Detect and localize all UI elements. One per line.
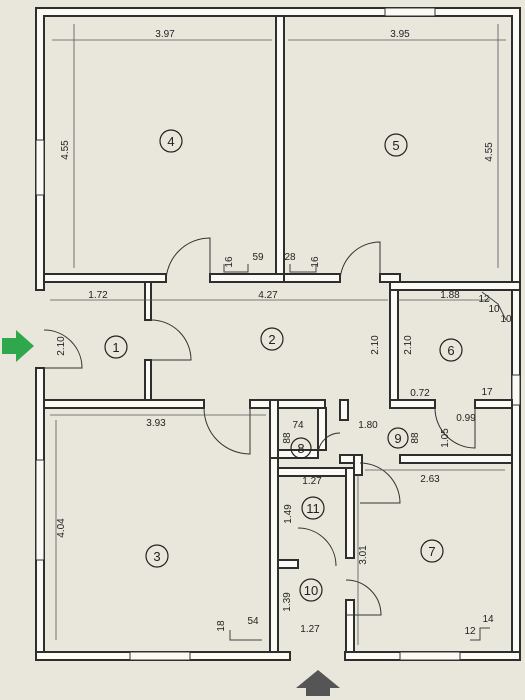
window-bottom-right — [399, 651, 461, 661]
room-labels: 4 5 1 2 6 3 8 9 — [104, 129, 463, 602]
room-4-number: 4 — [167, 134, 174, 149]
entrance-arrow-icon — [2, 330, 34, 362]
dim-r9-180: 1.80 — [358, 420, 378, 431]
door-room-4 — [165, 237, 211, 283]
dim-room-5-height: 4.55 — [484, 142, 495, 162]
entry-arrow-bottom — [296, 670, 340, 696]
dim-r5-28: 28 — [284, 252, 296, 263]
dim-r7-14: 14 — [482, 614, 494, 625]
room-7: 7 — [420, 539, 444, 563]
dim-r3-18: 18 — [216, 620, 227, 632]
dim-room-4-height: 4.55 — [60, 140, 71, 160]
windows — [35, 7, 521, 661]
room-9: 9 — [387, 427, 409, 449]
window-left-bottom — [35, 459, 45, 561]
door-room-3 — [203, 407, 251, 455]
dim-r8-74: 74 — [292, 420, 304, 431]
room-11-number: 11 — [306, 501, 320, 516]
dim-r9-105: 1.05 — [440, 428, 451, 448]
dim-r7-263: 2.63 — [420, 474, 440, 485]
room-2: 2 — [260, 327, 284, 351]
dim-r7-12: 12 — [464, 626, 476, 637]
dim-room-3-height: 4.04 — [56, 518, 67, 538]
door-room-7 — [359, 462, 401, 504]
room-2-number: 2 — [268, 332, 275, 347]
room-7-number: 7 — [428, 544, 435, 559]
entry-arrow-left — [2, 330, 34, 362]
room-6: 6 — [439, 338, 463, 362]
room-8-number: 8 — [297, 441, 304, 456]
dim-room-5-width: 3.95 — [390, 29, 410, 40]
window-top-right — [384, 7, 436, 17]
dim-room-4-width: 3.97 — [155, 29, 175, 40]
interior-walls — [43, 15, 521, 653]
dim-r7-301: 3.01 — [358, 545, 369, 565]
room-3-number: 3 — [153, 549, 160, 564]
dim-room-3-width: 3.93 — [146, 418, 166, 429]
door-room-6 — [434, 407, 476, 449]
room-5-number: 5 — [392, 138, 399, 153]
dim-r10-127: 1.27 — [300, 624, 320, 635]
dim-r6-188: 1.88 — [440, 290, 460, 301]
room-3: 3 — [145, 544, 169, 568]
dim-r10-139: 1.39 — [282, 592, 293, 612]
door-room-8 — [317, 432, 341, 456]
dimension-lines — [50, 24, 506, 645]
dim-hall-172: 1.72 — [88, 290, 108, 301]
dim-r4-16: 16 — [224, 256, 235, 268]
dim-r8-88: 88 — [282, 432, 293, 444]
door-room-1 — [150, 319, 192, 361]
room-1: 1 — [104, 335, 128, 359]
window-left-top — [35, 139, 45, 196]
window-right — [511, 374, 521, 406]
corner-ticks — [223, 264, 507, 641]
entry-door — [43, 329, 83, 369]
room-10-number: 10 — [304, 583, 318, 598]
room-9-number: 9 — [394, 431, 401, 446]
dim-r5-16: 16 — [310, 256, 321, 268]
dimension-labels: 3.97 3.95 4.55 4.55 16 59 28 16 1.72 4.2… — [56, 29, 512, 637]
dim-r11-127: 1.27 — [302, 476, 322, 487]
dim-r6-210: 2.10 — [403, 335, 414, 355]
dim-r4-59: 59 — [252, 252, 264, 263]
doors — [43, 237, 476, 616]
room-5: 5 — [384, 133, 408, 157]
room-8: 8 — [290, 437, 312, 459]
room-6-number: 6 — [447, 343, 454, 358]
dim-r6-10a: 10 — [488, 304, 500, 315]
window-bottom-left — [129, 651, 191, 661]
dim-r6-17: 17 — [481, 387, 493, 398]
dim-hall-210-left: 2.10 — [56, 336, 67, 356]
door-room-10 — [345, 579, 382, 616]
dim-r6-12: 12 — [478, 294, 490, 305]
dim-r6-099: 0.99 — [456, 413, 476, 424]
dim-r11-149: 1.49 — [283, 504, 294, 524]
door-room-5 — [339, 241, 381, 283]
room-1-number: 1 — [112, 340, 119, 355]
door-room-11 — [297, 527, 337, 567]
dim-hall-210-mid: 2.10 — [370, 335, 381, 355]
dim-r6-072: 0.72 — [410, 388, 430, 399]
room-4: 4 — [159, 129, 183, 153]
dim-r3-54: 54 — [247, 616, 259, 627]
dim-hall-427: 4.27 — [258, 290, 278, 301]
room-11: 11 — [301, 496, 325, 520]
room-10: 10 — [299, 578, 323, 602]
dim-r9-88: 88 — [410, 432, 421, 444]
bottom-entrance-arrow-icon — [296, 670, 340, 696]
